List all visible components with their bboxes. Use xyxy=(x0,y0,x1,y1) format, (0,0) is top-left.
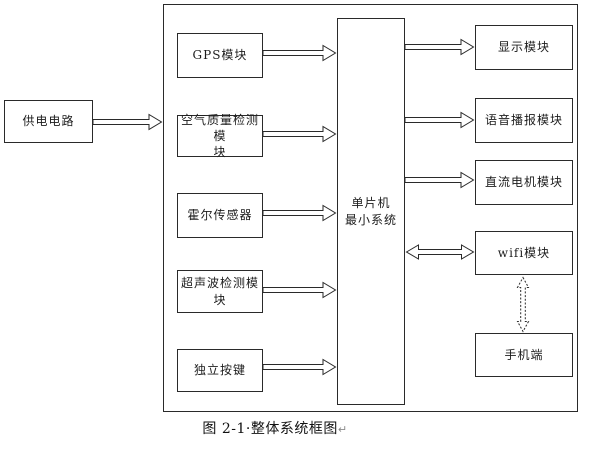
node-mcu-minimum-system: 单片机 最小系统 xyxy=(337,18,405,405)
arrow-hall-to-mcu xyxy=(263,204,337,222)
system-frame xyxy=(163,4,578,412)
arrow-mcu-to-dc-motor xyxy=(405,171,475,189)
arrow-gps-to-mcu xyxy=(263,44,337,62)
node-air-quality-module: 空气质量检测模 块 xyxy=(177,113,263,159)
node-ultrasonic-module: 超声波检测模块 xyxy=(177,270,263,313)
node-phone-client: 手机端 xyxy=(475,333,573,377)
node-dc-motor-module: 直流电机模块 xyxy=(475,160,573,205)
figure-caption: 图 2-1·整体系统框图↵ xyxy=(150,418,400,438)
paragraph-mark: ↵ xyxy=(337,423,348,436)
node-power-supply: 供电电路 xyxy=(4,100,93,143)
node-hall-sensor: 霍尔传感器 xyxy=(177,193,263,238)
node-gps-module: GPS模块 xyxy=(177,33,263,78)
node-display-module: 显示模块 xyxy=(475,25,573,70)
arrow-keys-to-mcu xyxy=(263,358,337,376)
arrow-mcu-to-voice xyxy=(405,111,475,129)
arrow-power-to-frame xyxy=(93,113,163,131)
node-independent-keys: 独立按键 xyxy=(177,349,263,392)
node-voice-broadcast-module: 语音播报模块 xyxy=(475,98,573,143)
arrow-air-quality-to-mcu xyxy=(263,125,337,143)
arrow-mcu-wifi-bidirectional xyxy=(405,244,475,260)
node-wifi-module: wifi模块 xyxy=(475,231,573,275)
arrow-wifi-phone-bidirectional-dotted xyxy=(516,276,530,333)
figure-caption-text: 图 2-1·整体系统框图 xyxy=(202,421,338,437)
arrow-mcu-to-display xyxy=(405,38,475,56)
arrow-ultrasonic-to-mcu xyxy=(263,281,337,299)
